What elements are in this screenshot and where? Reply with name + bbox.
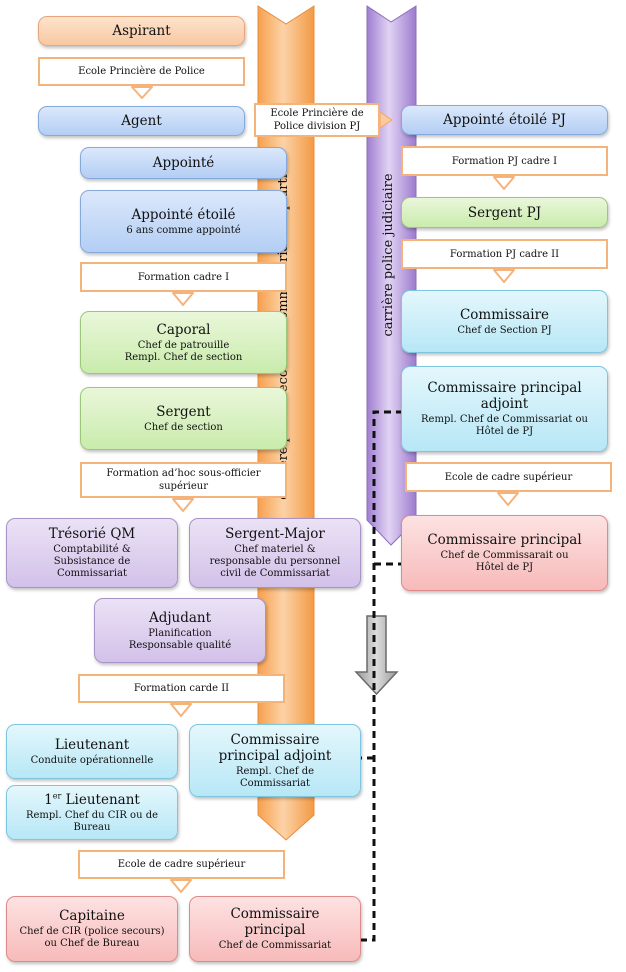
node-agent: Agent xyxy=(38,106,245,136)
node-commissaire-principal: Commissaire principal Chef de Commissari… xyxy=(189,896,361,962)
node-appointe-etoile: Appointé étoilé 6 ans comme appointé xyxy=(80,190,287,253)
transition-label: Formation carde II xyxy=(133,683,230,694)
node-subtitle: Chef de section xyxy=(144,421,223,433)
node-subtitle: Chef de Section PJ xyxy=(457,324,552,336)
transition-formation-pj-1: Formation PJ cadre I xyxy=(401,146,608,176)
node-sergent: Sergent Chef de section xyxy=(80,387,287,450)
node-title: Sergent xyxy=(156,403,211,420)
node-appointe: Appointé xyxy=(80,147,287,179)
node-subtitle: Chef materiel & xyxy=(234,544,316,555)
node-sergent-pj: Sergent PJ xyxy=(401,197,608,228)
node-subtitle: ou Chef de Bureau xyxy=(44,938,140,949)
node-caporal: Caporal Chef de patrouille Rempl. Chef d… xyxy=(80,311,287,374)
node-premier-lieutenant: 1er Lieutenant Rempl. Chef du CIR ou de … xyxy=(6,785,178,840)
node-subtitle: Comptabilité & xyxy=(53,544,131,555)
node-title: Lieutenant xyxy=(54,736,130,753)
node-subtitle: Chef de CIR (police secours) xyxy=(19,926,165,937)
title-superscript: er xyxy=(52,791,62,800)
transition-label: Police division PJ xyxy=(273,121,361,132)
gray-down-arrow xyxy=(354,615,399,696)
node-title: Commissaire xyxy=(230,906,320,922)
transition-formation-pj-2: Formation PJ cadre II xyxy=(401,239,608,269)
node-title: Appointé étoilé PJ xyxy=(443,112,566,128)
node-title: Capitaine xyxy=(59,908,125,924)
node-capitaine: Capitaine Chef de CIR (police secours) o… xyxy=(6,896,178,962)
node-subtitle: Chef de Commissarait ou xyxy=(440,550,569,561)
transition-label: Ecole de cadre supérieur xyxy=(444,471,573,483)
node-aspirant: Aspirant xyxy=(38,16,245,46)
node-subtitle: Rempl. Chef du CIR ou de xyxy=(25,809,159,821)
node-subtitle: Bureau xyxy=(73,821,111,833)
transition-formation-cadre-2: Formation carde II xyxy=(78,674,285,703)
transition-label: Formation PJ cadre I xyxy=(451,155,558,167)
transition-formation-adhoc: Formation ad’hoc sous-officier supérieur xyxy=(80,462,287,498)
transition-ecole-princiere: Ecole Princière de Police xyxy=(38,57,245,86)
transition-ecole-division-pj: Ecole Princière de Police division PJ xyxy=(254,103,380,137)
node-lieutenant: Lieutenant Conduite opérationnelle xyxy=(6,724,178,779)
node-title: Caporal xyxy=(156,321,211,338)
node-subtitle: Planification xyxy=(148,627,212,639)
title-number: 1 xyxy=(44,791,53,808)
node-appointe-etoile-pj: Appointé étoilé PJ xyxy=(401,105,608,135)
node-title: Trésorié QM xyxy=(48,526,136,542)
node-commissaire-pj: Commissaire Chef de Section PJ xyxy=(401,290,608,353)
node-sergent-major: Sergent-Major Chef materiel & responsabl… xyxy=(189,518,361,588)
node-subtitle: Subsistance de xyxy=(53,556,131,567)
transition-label: Formation PJ cadre II xyxy=(449,248,560,260)
transition-label: Formation cadre I xyxy=(137,271,230,283)
node-title: Appointé étoilé xyxy=(131,206,236,223)
node-title: Appointé xyxy=(152,155,215,171)
node-subtitle: Rempl. Chef de xyxy=(235,765,315,777)
node-title: adjoint xyxy=(480,396,529,412)
node-title: principal xyxy=(244,922,306,938)
node-subtitle: Responsable qualité xyxy=(128,639,232,651)
node-title: Commissaire principal xyxy=(427,380,582,396)
title-rest: Lieutenant xyxy=(61,791,140,808)
node-subtitle: Commissariat xyxy=(239,777,311,789)
pj-entry-arrow xyxy=(379,111,393,129)
node-title: Adjudant xyxy=(148,609,212,626)
node-title: principal adjoint xyxy=(218,747,332,764)
node-adjudant: Adjudant Planification Responsable quali… xyxy=(94,598,266,663)
transition-label: Ecole de cadre supérieur xyxy=(117,859,246,870)
node-title: Sergent PJ xyxy=(467,204,542,221)
transition-formation-cadre-1: Formation cadre I xyxy=(80,262,287,292)
node-subtitle: Commissariat xyxy=(56,568,128,579)
node-title: Commissaire principal xyxy=(427,532,582,548)
transition-ecole-cadre-superieur-pj: Ecole de cadre supérieur xyxy=(405,462,612,492)
node-tresorier-qm: Trésorié QM Comptabilité & Subsistance d… xyxy=(6,518,178,588)
node-subtitle: Hôtel de PJ xyxy=(475,562,534,573)
node-subtitle: Chef de patrouille xyxy=(137,339,230,351)
node-commissaire-principal-pj: Commissaire principal Chef de Commissara… xyxy=(401,515,608,591)
node-title: 1er Lieutenant xyxy=(44,792,140,808)
node-subtitle: civil de Commissariat xyxy=(220,568,330,579)
node-commissaire-principal-adjoint-pj: Commissaire principal adjoint Rempl. Che… xyxy=(401,366,608,452)
transition-label: supérieur xyxy=(158,481,208,492)
node-subtitle: Chef de Commissariat xyxy=(218,940,332,951)
node-subtitle: Rempl. Chef de Commissariat ou xyxy=(421,414,588,425)
node-title: Commissaire xyxy=(459,306,550,323)
node-subtitle: responsable du personnel xyxy=(209,556,341,567)
transition-label: Ecole Princière de Police xyxy=(78,66,205,77)
transition-ecole-cadre-superieur: Ecole de cadre supérieur xyxy=(78,850,285,879)
transition-label: Ecole Princière de xyxy=(270,108,364,119)
transition-label: Formation ad’hoc sous-officier xyxy=(106,468,261,479)
node-commissaire-principal-adjoint: Commissaire principal adjoint Rempl. Che… xyxy=(189,724,361,797)
node-subtitle: Conduite opérationnelle xyxy=(30,754,154,766)
lane-label-police-judiciaire: carrière police judiciaire xyxy=(381,173,396,337)
node-subtitle: Hôtel de PJ xyxy=(475,426,534,437)
node-subtitle: 6 ans comme appointé xyxy=(126,224,241,236)
node-title: Sergent-Major xyxy=(225,526,325,542)
dashed-connectors xyxy=(361,410,403,942)
node-title: Commissaire xyxy=(230,731,320,748)
node-title: Agent xyxy=(121,113,162,129)
node-title: Aspirant xyxy=(112,23,171,39)
node-subtitle: Rempl. Chef de section xyxy=(124,351,243,363)
